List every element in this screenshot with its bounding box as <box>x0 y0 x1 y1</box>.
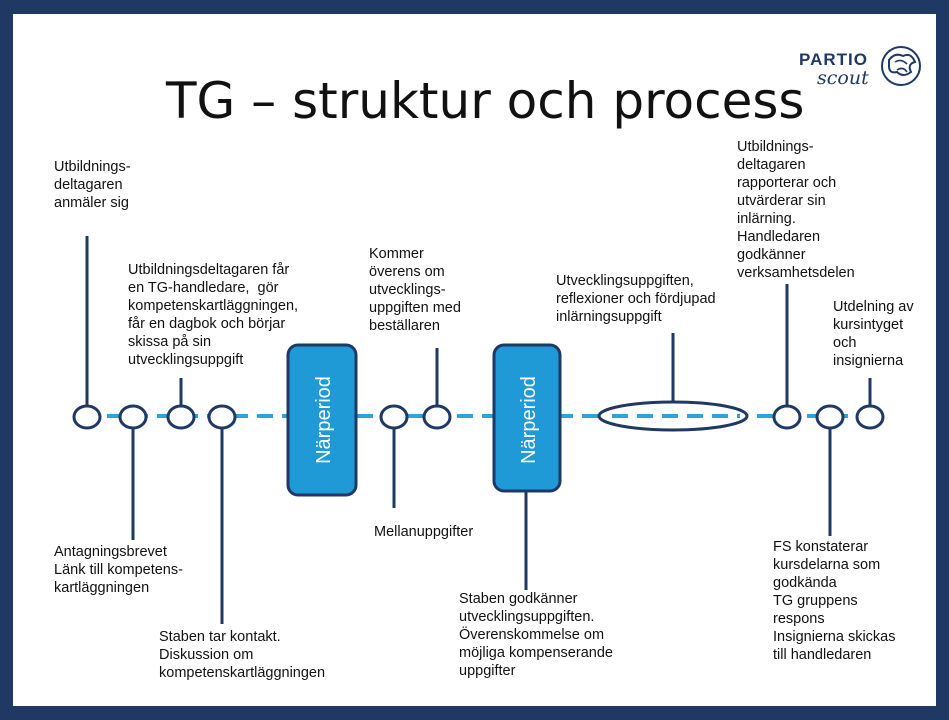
label-antagning: Antagningsbrevet Länk till kompetens- ka… <box>54 544 183 596</box>
narperiod-label-1: Närperiod <box>313 376 335 464</box>
node-utdelning <box>855 404 885 430</box>
node-rapporterar <box>772 404 802 430</box>
node-anmaler <box>72 404 102 430</box>
node-antagning <box>118 404 148 430</box>
label-kontakt: Staben tar kontakt. Diskussion om kompet… <box>159 629 326 681</box>
label-mellan: Mellanuppgifter <box>374 524 474 540</box>
node-kontakt <box>207 404 237 430</box>
node-fs <box>815 404 845 430</box>
label-anmaler: Utbildnings- deltagaren anmäler sig <box>54 159 131 211</box>
slide <box>13 14 936 706</box>
logo-text-partio: PARTIO <box>799 50 868 69</box>
label-fs: FS konstaterar kursdelarna som godkända … <box>773 539 896 663</box>
narperiod-box-1 <box>286 343 358 497</box>
node-handledare <box>166 404 196 430</box>
node-overens <box>422 404 452 430</box>
partio-scout-logo: PARTIO scout <box>799 40 929 96</box>
node-mellan <box>379 404 409 430</box>
logo-text-scout: scout <box>817 67 869 89</box>
label-rapporterar: Utbildnings- deltagaren rapporterar och … <box>737 139 855 281</box>
narperiod-box-2 <box>492 343 562 493</box>
scout-emblem-icon <box>881 46 921 86</box>
label-overens: Kommer överens om utvecklings- uppgiften… <box>369 246 461 334</box>
label-utdelning: Utdelning av kursintyget och insignierna <box>833 299 914 369</box>
page-title: TG – struktur och process <box>166 72 805 130</box>
label-godkanner: Staben godkänner utvecklingsuppgiften. Ö… <box>459 591 613 679</box>
label-utveckling: Utvecklingsuppgiften, reflexioner och fö… <box>556 273 716 325</box>
label-handledare: Utbildningsdeltagaren får en TG-handleda… <box>128 262 299 368</box>
narperiod-label-2: Närperiod <box>518 376 540 464</box>
